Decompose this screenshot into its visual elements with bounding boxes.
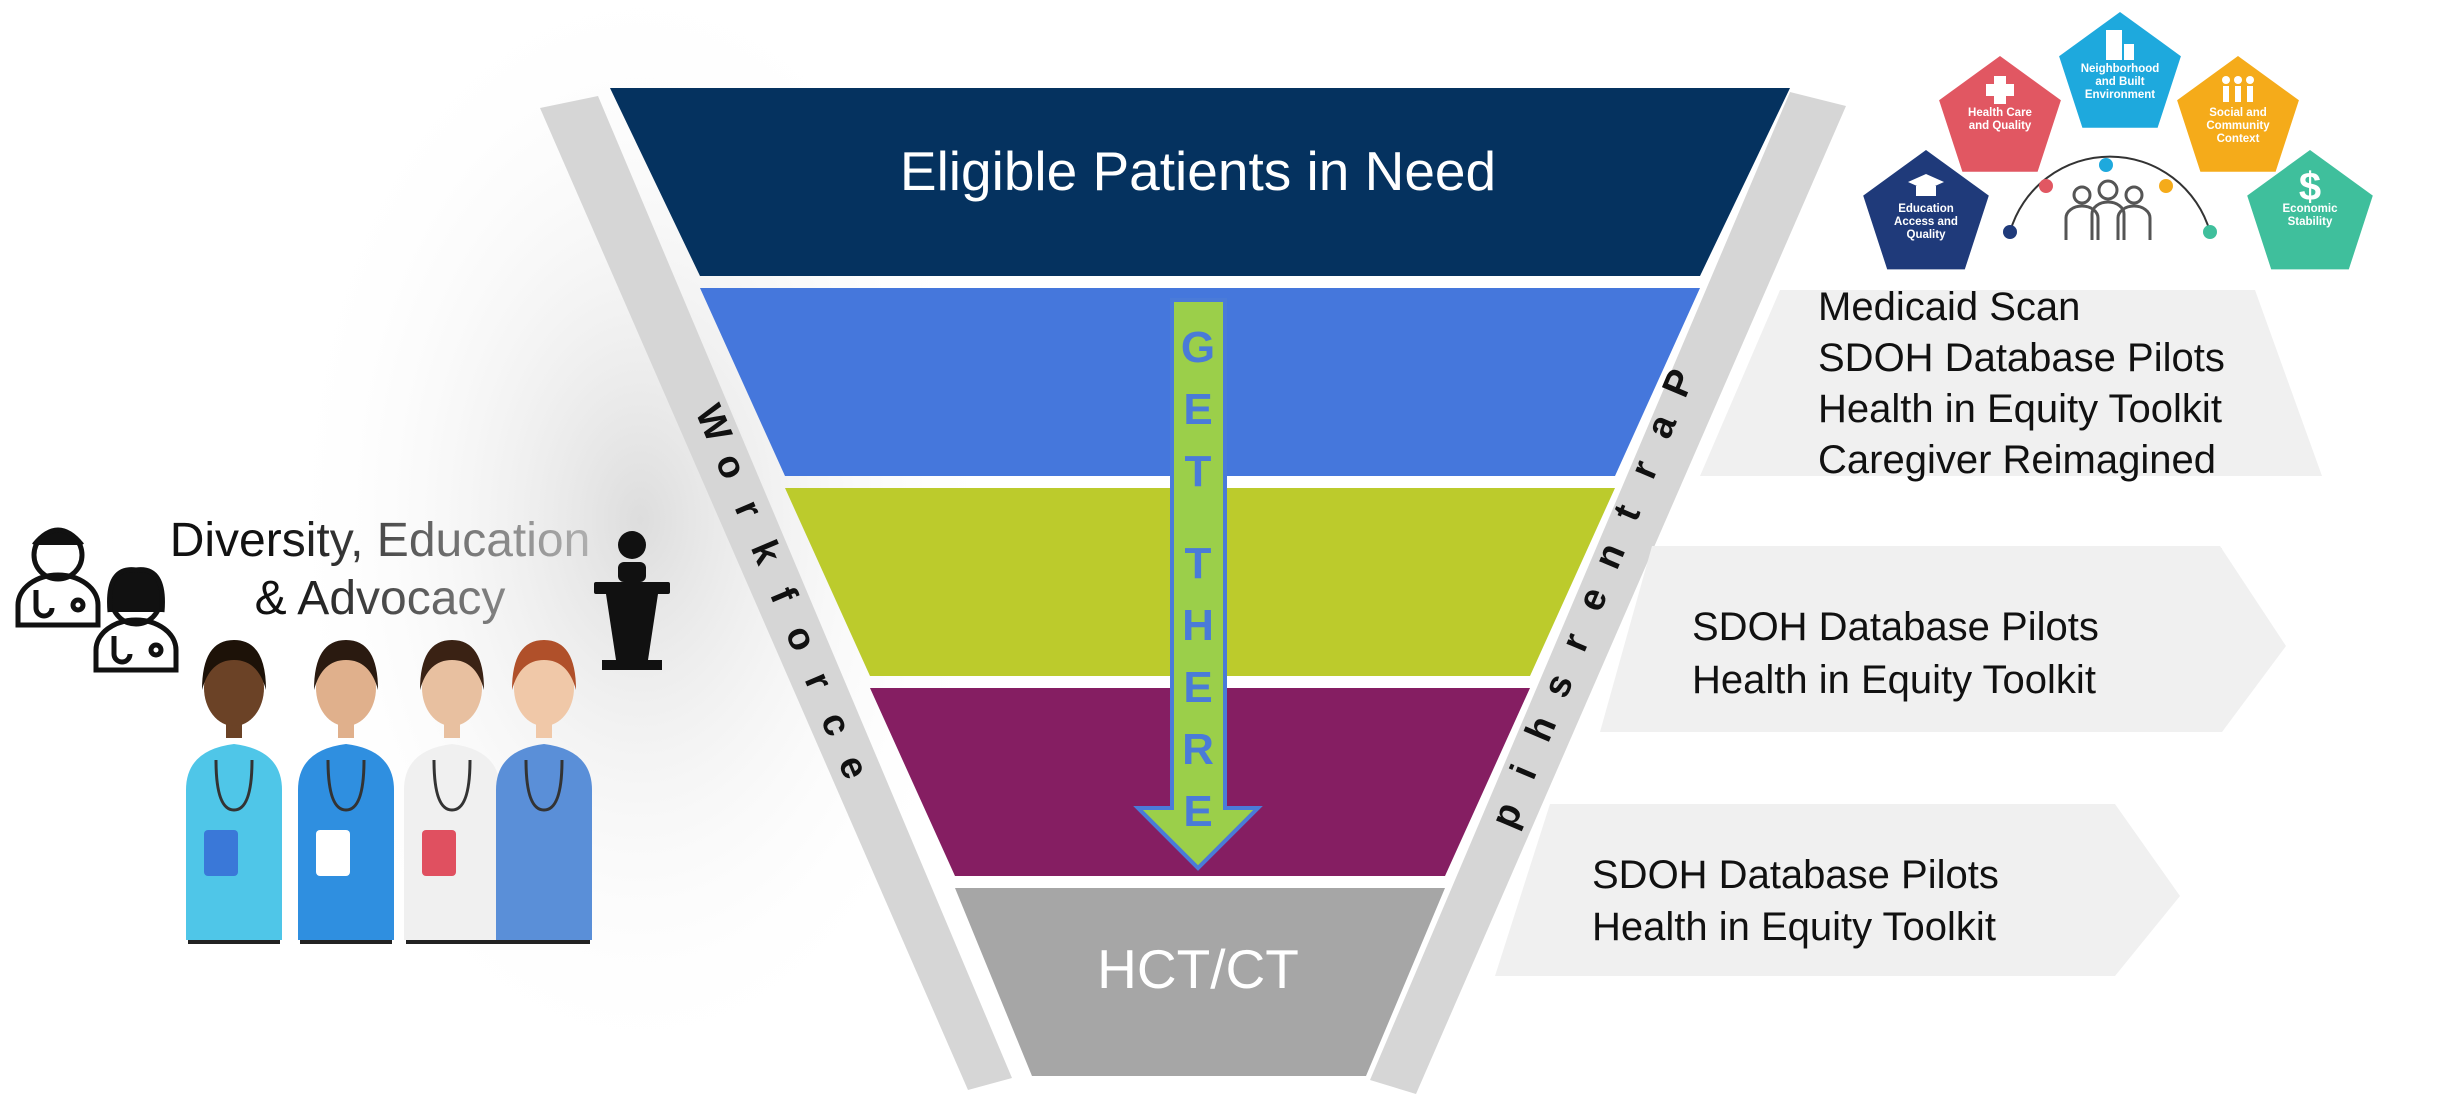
callout-3-line: Health in Equity Toolkit	[1592, 905, 1996, 949]
callout-2	[1600, 546, 2286, 732]
buildings-icon	[2106, 30, 2134, 60]
healthcare-worker-3	[404, 640, 500, 944]
arrow-letter: T	[1185, 447, 1212, 496]
sdoh-domain-label: Education	[1898, 203, 1954, 215]
callout-1-line: SDOH Database Pilots	[1818, 336, 2225, 380]
sdoh-domain-label: Stability	[2288, 216, 2333, 228]
left-rail	[540, 96, 1012, 1090]
band-label-bottom: HCT/CT	[1097, 938, 1299, 1000]
arrow-letter: T	[1185, 539, 1212, 588]
sdoh-domain-label: Quality	[1907, 229, 1947, 241]
medical-cross-icon	[1986, 76, 2014, 104]
arrow-letter: H	[1182, 601, 1214, 650]
sdoh-domain-label: and Quality	[1969, 120, 2032, 132]
community-people-icon	[2064, 179, 2152, 240]
arrow-letter: E	[1183, 663, 1212, 712]
graduation-cap-icon	[1908, 174, 1944, 196]
doctor-male-icon	[15, 527, 101, 628]
sdoh-domain-label: Economic	[2283, 203, 2339, 215]
callout-1-line: Medicaid Scan	[1818, 285, 2080, 329]
funnel-bands	[610, 88, 1790, 1076]
healthcare-workers-illustration	[186, 640, 592, 944]
arrow-letter: E	[1183, 385, 1212, 434]
callout-3	[1495, 804, 2180, 976]
healthcare-worker-4	[496, 640, 592, 944]
arrow-letter: G	[1181, 323, 1215, 372]
sdoh-domain-label: Context	[2217, 133, 2260, 145]
dollar-icon: $	[2299, 165, 2321, 209]
speaker-podium-icon	[594, 531, 670, 670]
callout-2-line: SDOH Database Pilots	[1692, 605, 2099, 649]
callout-2-line: Health in Equity Toolkit	[1692, 658, 2096, 702]
arrow-letter: R	[1182, 725, 1214, 774]
healthcare-worker-1	[186, 640, 282, 944]
sdoh-domain-label: Community	[2206, 120, 2270, 132]
funnel-band-5	[955, 888, 1445, 1076]
right-rail	[1370, 92, 1846, 1094]
funnel-band-1	[610, 88, 1790, 276]
arrow-letter: E	[1183, 787, 1212, 836]
sdoh-domain-label: and Built	[2095, 76, 2144, 88]
doctor-female-icon	[93, 567, 179, 673]
svg-text:$: $	[2299, 165, 2321, 209]
sdoh-domain-label: Health Care	[1968, 107, 2032, 119]
sdoh-connector	[2003, 155, 2217, 240]
people-raised-hands-icon	[2222, 76, 2254, 102]
callout-3-line: SDOH Database Pilots	[1592, 853, 1999, 897]
band-label-top: Eligible Patients in Need	[900, 140, 1496, 202]
callout-shape-1	[1700, 290, 2322, 476]
callout-1-line: Health in Equity Toolkit	[1818, 387, 2222, 431]
healthcare-worker-2	[298, 640, 394, 944]
sdoh-domain-label: Access and	[1894, 216, 1958, 228]
sdoh-domain-label: Environment	[2085, 89, 2155, 101]
sdoh-domain-label: Neighborhood	[2081, 63, 2160, 75]
sdoh-domain-label: Social and	[2209, 107, 2267, 119]
callout-1-line: Caregiver Reimagined	[1818, 438, 2216, 482]
